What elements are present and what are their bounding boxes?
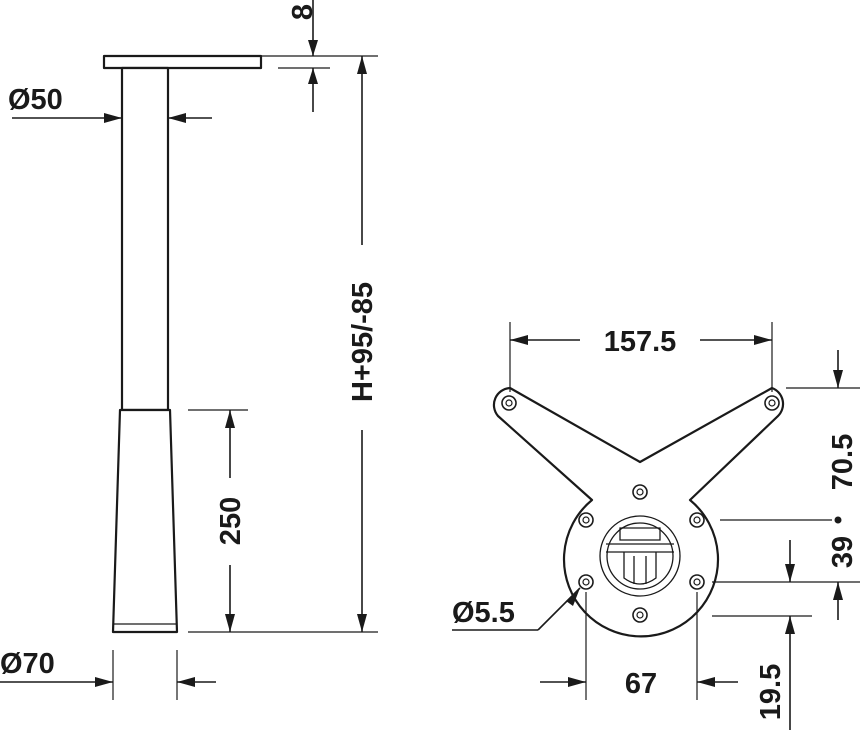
dimension-dot	[834, 516, 842, 524]
tube-diameter-label: Ø50	[8, 84, 63, 116]
bracket-plate	[492, 386, 785, 638]
dim-tube-diameter: Ø50	[8, 84, 212, 123]
dim-foot-diameter: Ø70	[0, 648, 216, 700]
dim-plate-thickness: 8	[261, 0, 378, 112]
dim-hole-offset-lower: 19.5	[712, 540, 812, 730]
hole-offset-upper-label: 39	[827, 536, 859, 568]
leg-side-view	[102, 54, 263, 634]
lower-length-label: 250	[215, 497, 247, 545]
upper-tube	[120, 66, 170, 412]
hub-inner-ring	[606, 522, 674, 590]
dim-hole-spacing: 67	[540, 592, 738, 700]
height-label: H+95/-85	[347, 282, 379, 402]
plate-thickness-label: 8	[287, 4, 319, 20]
hub-clamp	[606, 527, 674, 585]
dim-hole-diameter: Ø5.5	[452, 587, 581, 631]
dim-height: H+95/-85	[188, 56, 379, 633]
hole-spacing-label: 67	[625, 668, 657, 700]
dim-bracket-width: 157.5	[509, 322, 773, 392]
mounting-plate	[102, 54, 263, 70]
hole-diameter-label: Ø5.5	[452, 597, 515, 629]
hub-ring	[599, 515, 681, 597]
bracket-top-view	[492, 386, 785, 638]
foot-diameter-label: Ø70	[0, 648, 55, 680]
bracket-width-label: 157.5	[604, 326, 677, 358]
hole-offset-lower-label: 19.5	[755, 664, 787, 720]
dim-lower-length: 250	[188, 409, 248, 632]
dim-bracket-height: 70.5 39	[712, 350, 860, 620]
lower-tube	[111, 408, 179, 634]
bracket-height-label: 70.5	[827, 434, 859, 490]
